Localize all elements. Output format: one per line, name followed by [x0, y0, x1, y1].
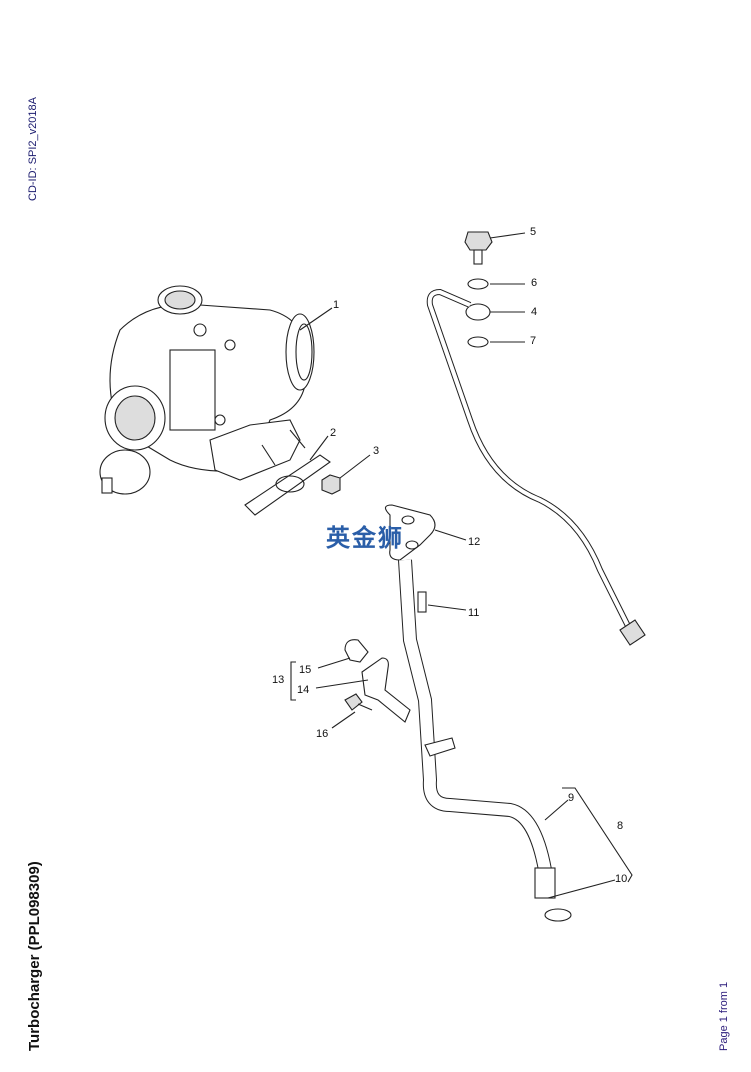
- callout-15: 15: [299, 664, 311, 676]
- return-flange-part: [384, 504, 436, 561]
- bolt-part: [417, 591, 427, 613]
- gasket-part: [244, 454, 331, 516]
- callout-14: 14: [297, 684, 309, 696]
- callout-10: 10: [615, 873, 627, 885]
- callout-11: 11: [468, 607, 479, 619]
- flange-bolt-part: [344, 693, 363, 711]
- callout-3: 3: [373, 445, 379, 457]
- callout-12: 12: [468, 536, 480, 548]
- callout-13: 13: [272, 674, 284, 686]
- callout-8: 8: [617, 820, 623, 832]
- callout-1: 1: [333, 299, 339, 311]
- washer-part: [467, 336, 489, 348]
- callout-7: 7: [530, 335, 536, 347]
- nut-part: [321, 474, 341, 495]
- o-ring-part: [544, 908, 572, 922]
- banjo-fitting-part: [465, 303, 491, 321]
- callout-5: 5: [530, 226, 536, 238]
- callout-16: 16: [316, 728, 328, 740]
- clip-part: [344, 639, 369, 663]
- callout-2: 2: [330, 427, 336, 439]
- washer-part: [467, 278, 489, 290]
- callout-9: 9: [568, 792, 574, 804]
- leader-lines: [290, 232, 633, 899]
- banjo-bolt-part: [464, 231, 493, 251]
- turbocharger-part: [99, 285, 315, 495]
- bracket-part: [361, 657, 411, 723]
- watermark: 英金狮: [326, 524, 404, 552]
- callout-4: 4: [531, 306, 537, 318]
- callout-6: 6: [531, 277, 537, 289]
